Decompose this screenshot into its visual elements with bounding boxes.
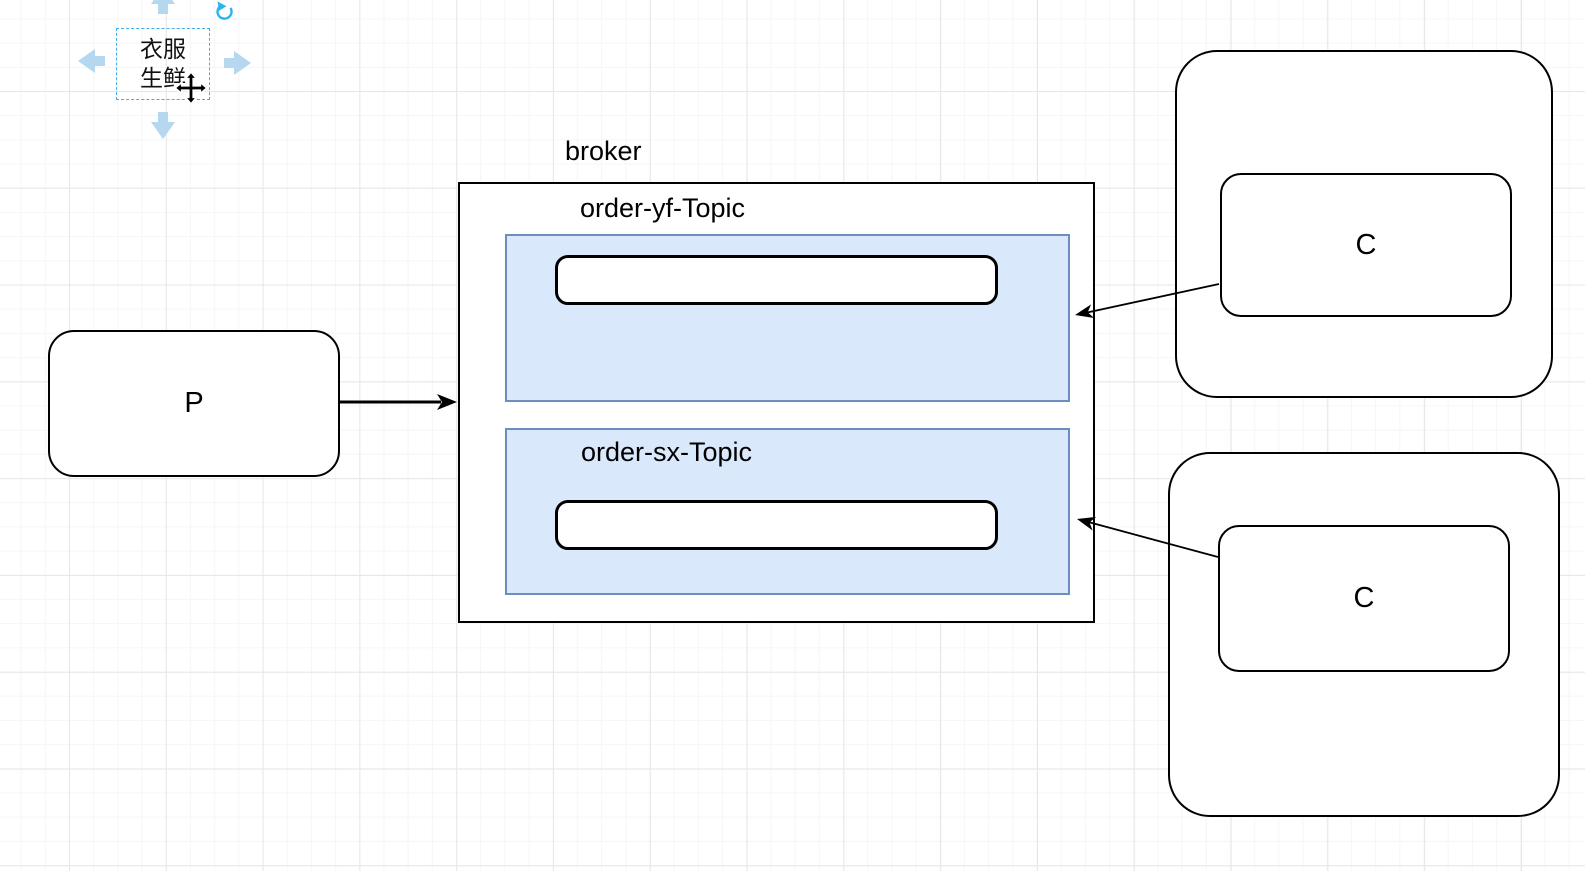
consumer-1-box[interactable]: C [1220, 173, 1512, 317]
topic-sx-partition-bar[interactable] [555, 500, 998, 550]
consumer-2-box[interactable]: C [1218, 525, 1510, 672]
direction-arrow-up-icon[interactable] [151, 0, 175, 14]
topic-yf-label: order-yf-Topic [580, 193, 746, 223]
rotate-handle-icon[interactable] [216, 1, 233, 20]
direction-arrow-right-icon[interactable] [224, 51, 251, 75]
topic-sx-label: order-sx-Topic [581, 437, 753, 467]
edge-producer-to-broker[interactable] [340, 394, 457, 410]
consumer-2-label: C [1353, 582, 1375, 614]
note-line-2: 生鲜 [140, 65, 186, 91]
consumer-1-label: C [1355, 228, 1377, 261]
direction-arrow-down-icon[interactable] [151, 112, 175, 139]
producer-box[interactable]: P [48, 330, 340, 477]
note-line-1: 衣服 [140, 36, 186, 62]
selected-note-box[interactable]: 衣服 生鲜 [116, 28, 210, 100]
direction-arrow-left-icon[interactable] [78, 49, 105, 73]
topic-yf-partition-bar[interactable] [555, 255, 998, 305]
broker-label: broker [565, 136, 642, 166]
producer-label: P [184, 387, 204, 419]
arrowhead-producer-to-broker [437, 394, 457, 410]
